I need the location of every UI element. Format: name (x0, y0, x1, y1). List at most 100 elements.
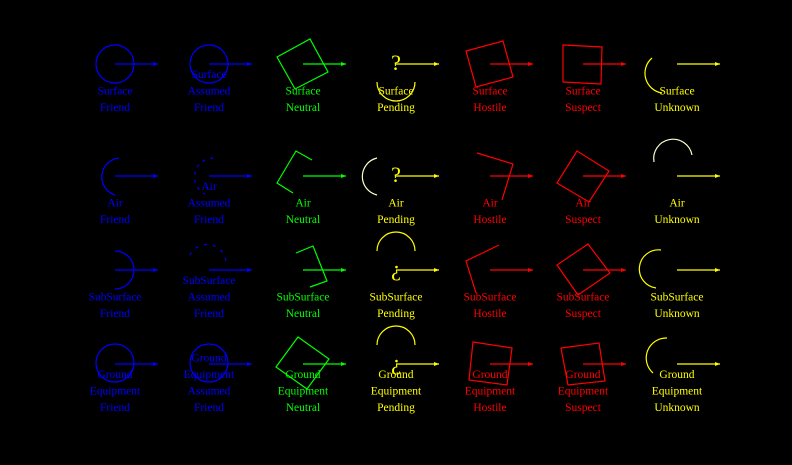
symbol-label-line: Friend (100, 102, 130, 114)
frame-air-pending (361, 157, 378, 196)
symbol-label-line: Surface (472, 86, 507, 98)
symbol-label-line: Suspect (565, 402, 602, 414)
symbol-label-line: Air (388, 198, 404, 210)
symbol-label-line: Friend (100, 308, 130, 320)
frame-surface-hostile (465, 40, 514, 88)
symbol-label-line: Equipment (652, 386, 703, 398)
symbol-label-line: Ground (97, 369, 132, 381)
symbol-label-line: Surface (565, 86, 600, 98)
symbol-label-line: SubSurface (88, 292, 141, 304)
symbol-label-line: Suspect (565, 308, 602, 320)
symbol-label-line: Assumed (188, 386, 231, 398)
frame-air-hostile (476, 152, 514, 201)
frame-ground-equipment-hostile (468, 341, 513, 386)
symbol-label-line: Neutral (286, 214, 320, 226)
symbol-label-line: Unknown (654, 102, 700, 114)
symbol-label-line: Ground (659, 369, 694, 381)
symbol-label-line: Surface (285, 86, 320, 98)
symbol-label-line: Air (107, 198, 123, 210)
symbol-label-line: Equipment (465, 386, 516, 398)
symbol-label-line: Equipment (278, 386, 329, 398)
symbol-label-line: Pending (377, 402, 415, 414)
frame-air-neutral (276, 150, 313, 194)
frame-ground-equipment-neutral (275, 336, 330, 390)
symbol-label-line: Friend (100, 214, 130, 226)
symbol-label-line: Ground (378, 369, 413, 381)
symbol-label-line: Equipment (184, 369, 235, 381)
frame-subsurface-hostile (465, 244, 500, 294)
frame-subsurface-pending (376, 231, 416, 252)
frame-air-unknown (653, 138, 693, 163)
frame-ground-equipment-suspect (560, 342, 606, 386)
frame-subsurface-neutral (295, 245, 328, 288)
frame-surface-pending (376, 81, 416, 102)
symbol-label-line: Unknown (654, 402, 700, 414)
symbol-label-line: Neutral (286, 402, 320, 414)
frame-air-friend (101, 157, 120, 196)
frame-subsurface-assumed-friend (189, 243, 227, 263)
symbol-label-line: Neutral (286, 308, 320, 320)
frame-subsurface-suspect (556, 243, 611, 296)
symbol-label-line: Assumed (188, 198, 231, 210)
symbol-label-line: Air (295, 198, 311, 210)
symbol-label-line: Air (575, 198, 591, 210)
symbol-label-line: Suspect (565, 102, 602, 114)
symbol-label-line: Air (482, 198, 498, 210)
symbol-label-line: Equipment (371, 386, 422, 398)
symbol-label-line: Surface (97, 86, 132, 98)
symbol-label-line: Equipment (558, 386, 609, 398)
symbol-label-line: Air (201, 181, 217, 193)
symbol-label-line: Pending (377, 308, 415, 320)
symbol-label-line: Pending (377, 102, 415, 114)
symbol-label-line: Hostile (473, 214, 506, 226)
symbol-label-line: Friend (194, 102, 224, 114)
symbol-label-line: Pending (377, 214, 415, 226)
frame-ground-equipment-friend (95, 343, 135, 383)
symbol-label-line: Neutral (286, 102, 320, 114)
symbol-label-line: Ground (285, 369, 320, 381)
pending-glyph: ? (391, 50, 401, 75)
frame-ground-equipment-assumed-friend (189, 343, 229, 383)
symbol-label-line: SubSurface (182, 275, 235, 287)
frame-ground-equipment-unknown (645, 337, 668, 374)
symbol-label-line: Suspect (565, 214, 602, 226)
symbol-label-line: SubSurface (650, 292, 703, 304)
symbol-label-line: SubSurface (556, 292, 609, 304)
frame-air-suspect (556, 150, 610, 203)
frame-surface-suspect (562, 44, 603, 85)
symbol-label-line: Friend (194, 214, 224, 226)
symbol-label-line: Hostile (473, 308, 506, 320)
symbol-label-line: Hostile (473, 402, 506, 414)
symbol-label-line: SubSurface (463, 292, 516, 304)
symbol-label-line: Ground (565, 369, 600, 381)
symbol-label-line: Assumed (188, 292, 231, 304)
symbol-label-line: Hostile (473, 102, 506, 114)
symbol-label-line: SubSurface (276, 292, 329, 304)
symbol-label-line: Assumed (188, 86, 231, 98)
frame-surface-neutral (276, 38, 329, 90)
symbol-label-line: Equipment (90, 386, 141, 398)
